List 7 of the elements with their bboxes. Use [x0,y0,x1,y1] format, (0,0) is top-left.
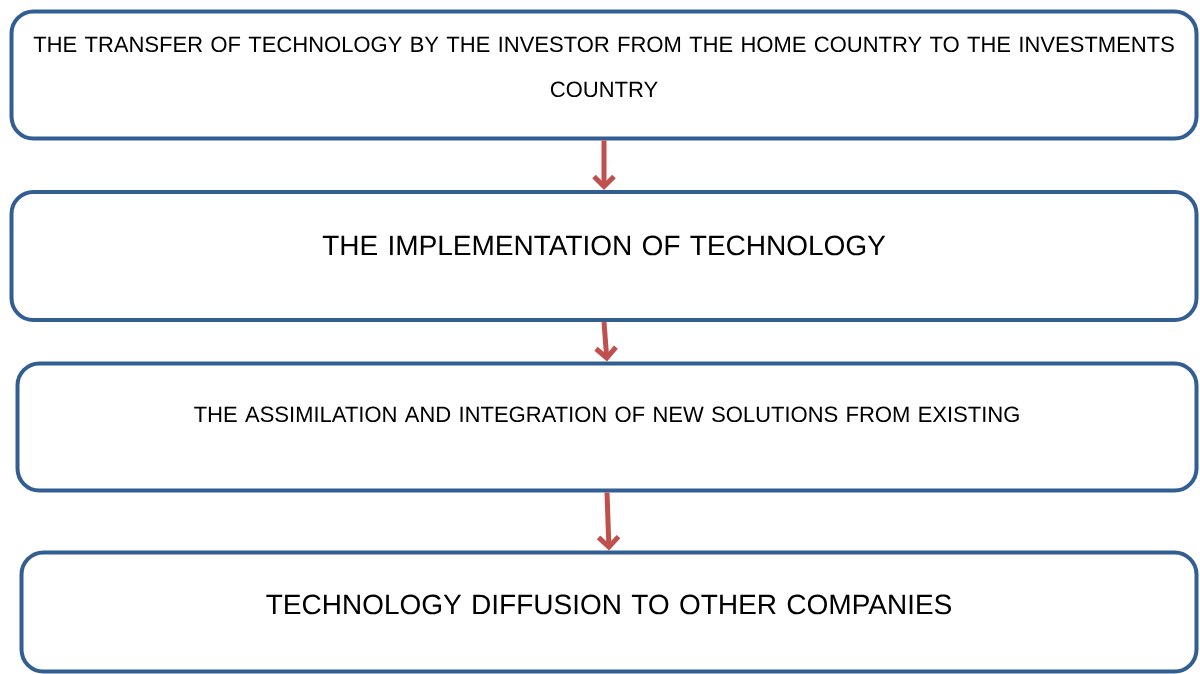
arrow [594,321,618,362]
process-box: TECHNOLOGY DIFFUSION TO OTHER COMPANIES [19,550,1199,674]
process-box: THE ASSIMILATION AND INTEGRATION OF NEW SOLUTIONS FROM EXISTING [15,361,1199,493]
process-box: THE IMPLEMENTATION OF TECHNOLOGY [9,190,1199,322]
process-box: THE TRANSFER OF TECHNOLOGY BY THE INVESTOR FROM THE HOME COUNTRY TO THE INVESTMENTS COUNTRY [9,9,1199,141]
arrow [592,140,616,190]
arrow [596,492,621,551]
